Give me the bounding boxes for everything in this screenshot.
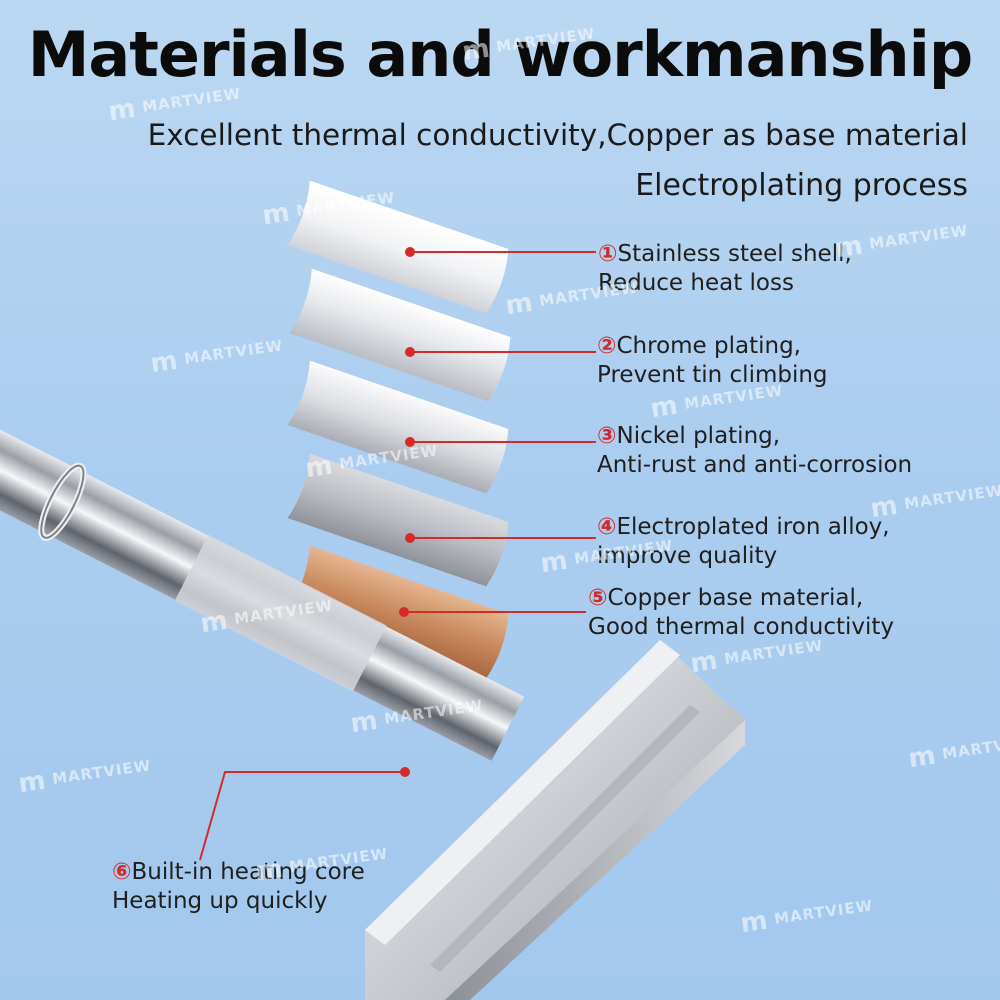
callout-number: ⑥ — [112, 859, 132, 885]
callout-line-2: Anti-rust and anti-corrosion — [597, 452, 913, 478]
callout-heating-core: ⑥Built-in heating core Heating up quickl… — [112, 858, 365, 916]
callout-line-2: Reduce heat loss — [598, 270, 794, 296]
callout-chrome: ②Chrome plating, Prevent tin climbing — [597, 332, 828, 390]
callout-number: ② — [597, 333, 617, 359]
layer-stainless-steel — [287, 180, 509, 314]
page-title: Materials and workmanship — [27, 18, 974, 91]
callout-line-1: Copper base material, — [607, 585, 864, 611]
callout-copper: ⑤Copper base material, Good thermal cond… — [588, 584, 894, 642]
callout-line-2: Good thermal conductivity — [588, 614, 895, 640]
layer-copper — [287, 545, 509, 679]
layer-chrome — [289, 268, 511, 402]
callout-line-2: improve quality — [597, 543, 778, 569]
subtitle-line-1: Excellent thermal conductivity,Copper as… — [147, 118, 968, 152]
callout-line-1: Nickel plating, — [616, 423, 781, 449]
callout-nickel: ③Nickel plating, Anti-rust and anti-corr… — [597, 422, 912, 480]
subtitle-line-2: Electroplating process — [635, 168, 968, 203]
layer-iron-alloy — [287, 453, 509, 587]
callout-number: ③ — [597, 423, 617, 449]
callout-line-2: Prevent tin climbing — [597, 362, 828, 388]
callout-leaders — [199, 247, 596, 861]
callout-number: ⑤ — [588, 585, 608, 611]
soldering-tip-blade — [365, 640, 745, 1000]
soldering-tip-shaft — [0, 424, 525, 761]
callout-number: ① — [598, 241, 618, 267]
layer-nickel — [287, 360, 509, 494]
callout-number: ④ — [597, 514, 617, 540]
callout-line-1: Built-in heating core — [131, 859, 365, 885]
callout-iron-alloy: ④Electroplated iron alloy, improve quali… — [597, 513, 890, 571]
callout-line-2: Heating up quickly — [112, 888, 328, 914]
callout-stainless-steel: ①Stainless steel shell, Reduce heat loss — [598, 240, 852, 298]
callout-line-1: Stainless steel shell, — [617, 241, 852, 267]
callout-line-1: Electroplated iron alloy, — [616, 514, 890, 540]
callout-line-1: Chrome plating, — [616, 333, 801, 359]
